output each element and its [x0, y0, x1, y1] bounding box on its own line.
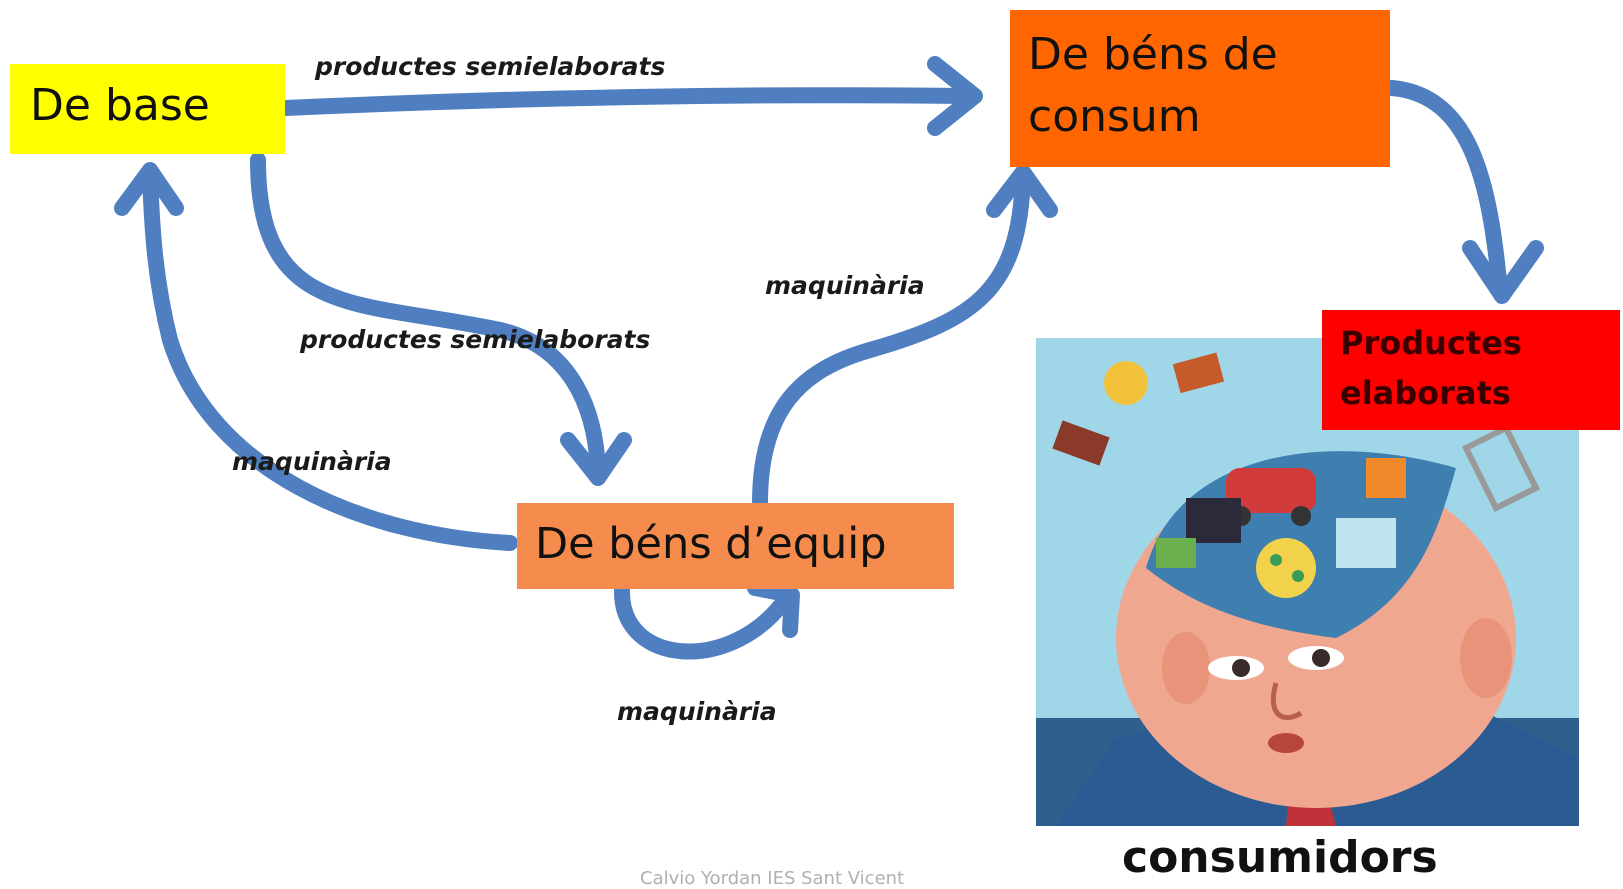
arrow-base-to-consum: [277, 87, 973, 116]
arrowhead-consum-to-elaborats: [1462, 240, 1544, 304]
edge-label-equip-self-loop: maquinària: [617, 697, 777, 726]
node-bens-de-consum: De béns de consum: [1010, 10, 1390, 167]
edge-label-equip-to-base: maquinària: [232, 447, 392, 476]
edge-label-base-to-equip: productes semielaborats: [300, 325, 651, 354]
node-de-base-label: De base: [30, 80, 210, 131]
arrowhead-equip-self-loop: [747, 580, 800, 638]
node-productes-elaborats-line1: Productes: [1340, 324, 1522, 362]
consumers-caption: consumidors: [1122, 832, 1438, 883]
arrow-equip-self-loop: [613, 582, 793, 660]
node-productes-elaborats: Productes elaborats: [1322, 310, 1620, 430]
edge-label-base-to-consum: productes semielaborats: [315, 52, 666, 81]
arrow-base-to-equip: [250, 152, 606, 478]
node-bens-de-consum-line1: De béns de: [1028, 29, 1278, 80]
arrowhead-equip-to-base: [114, 162, 184, 216]
arrow-consum-to-elaborats: [1384, 80, 1508, 300]
node-bens-de-consum-line2: consum: [1028, 91, 1201, 142]
consumer-head-illustration: [1036, 338, 1579, 826]
node-bens-dequip-label: De béns d’equip: [535, 519, 887, 569]
node-productes-elaborats-line2: elaborats: [1340, 374, 1511, 412]
edge-label-equip-to-consum: maquinària: [765, 271, 925, 300]
arrow-equip-to-consum: [752, 167, 1031, 511]
node-bens-dequip: De béns d’equip: [517, 503, 954, 589]
arrowhead-equip-to-consum: [986, 164, 1058, 218]
arrowhead-base-to-consum: [927, 56, 983, 136]
arrow-equip-to-base: [142, 167, 518, 551]
arrowhead-base-to-equip: [560, 432, 632, 486]
footer-credit: Calvio Yordan IES Sant Vicent: [640, 868, 905, 889]
node-de-base: De base: [10, 64, 285, 154]
